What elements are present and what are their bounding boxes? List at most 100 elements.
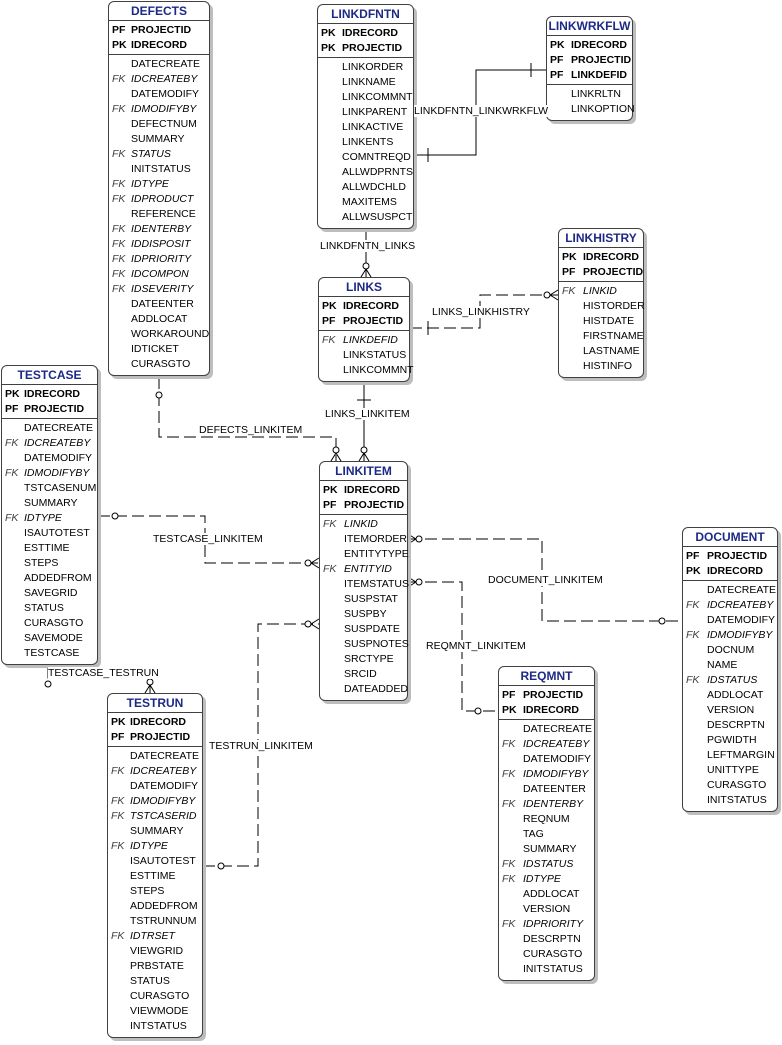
column-name: INITSTATUS <box>131 163 191 175</box>
rel-label-defects-linkitem: DEFECTS_LINKITEM <box>199 424 303 436</box>
attribute-row: SRCTYPE <box>320 652 407 667</box>
column-name: TAG <box>523 828 544 840</box>
rel-label-linkdfntn-linkwrkflw: LINKDFNTN_LINKWRKFLW <box>414 105 548 117</box>
column-name: IDCOMPON <box>131 268 189 280</box>
attribute-row: VIEWGRID <box>108 944 202 959</box>
attribute-row: ITEMSTATUS <box>320 577 409 592</box>
key-marker: FK <box>111 930 125 942</box>
line-reqmnt-linkitem <box>408 581 498 712</box>
entity-title: LINKWRKFLW <box>547 17 632 36</box>
attribute-row: INITSTATUS <box>683 793 777 808</box>
rel-label-testcase-testrun: TESTCASE_TESTRUN <box>48 667 159 679</box>
key-marker: PK <box>686 565 701 577</box>
column-name: LINKCOMMNT <box>343 364 414 376</box>
column-name: PROJECTID <box>130 731 191 743</box>
key-marker: FK <box>112 103 126 115</box>
column-name: ALLWDPRNTS <box>342 166 413 178</box>
mark-defects-linkitem <box>155 391 163 399</box>
crow-reqmnt-linkitem-circle <box>415 578 423 586</box>
column-name: VERSION <box>523 903 571 915</box>
attribute-row: CURASGTO <box>108 989 202 1004</box>
key-marker: FK <box>112 148 126 160</box>
key-marker: PK <box>5 388 20 400</box>
column-name: IDTYPE <box>24 512 62 524</box>
column-name: IDRECORD <box>343 300 400 312</box>
key-marker: PF <box>5 403 19 415</box>
key-marker: FK <box>323 563 337 575</box>
column-name: ESTTIME <box>130 870 176 882</box>
attribute-row: DATECREATE <box>499 722 594 737</box>
column-name: CURASGTO <box>130 990 190 1002</box>
crow-reqmnt-linkitem-foot <box>407 581 417 588</box>
key-marker: PK <box>322 300 337 312</box>
column-name: IDPRIORITY <box>131 253 192 265</box>
key-marker: PK <box>562 251 577 263</box>
attribute-row: STEPS <box>108 884 202 899</box>
attribute-row: MAXITEMS <box>318 195 413 210</box>
column-name: SUSPDATE <box>344 623 400 635</box>
attribute-row: ADDLOCAT <box>499 887 594 902</box>
column-name: SAVEGRID <box>24 587 78 599</box>
column-name: LEFTMARGIN <box>707 749 775 761</box>
column-name: ADDEDFROM <box>130 900 198 912</box>
key-marker: PK <box>502 704 517 716</box>
crow-document-linkitem-circle <box>415 535 423 543</box>
column-name: SUMMARY <box>24 497 78 509</box>
attribute-row: STATUS <box>108 974 202 989</box>
rel-label-testrun-linkitem: TESTRUN_LINKITEM <box>209 740 313 752</box>
column-name: TSTRUNNUM <box>130 915 197 927</box>
column-name: ADDLOCAT <box>131 313 188 325</box>
attribute-row: VERSION <box>499 902 594 917</box>
attribute-row: TAG <box>499 827 594 842</box>
key-marker: FK <box>112 238 126 250</box>
key-marker: FK <box>686 674 700 686</box>
key-marker: PK <box>550 39 565 51</box>
attribute-row: LINKPARENT <box>318 105 413 120</box>
column-name: IDCREATEBY <box>523 738 590 750</box>
rel-label-testcase-linkitem: TESTCASE_LINKITEM <box>153 533 263 545</box>
attribute-row: WORKAROUND <box>109 327 209 342</box>
attribute-row: ISAUTOTEST <box>2 526 97 541</box>
crow-defects-linkitem-foot <box>335 452 342 462</box>
attribute-row: INITSTATUS <box>499 962 594 977</box>
attribute-row: STEPS <box>2 556 97 571</box>
crow-document-linkitem-foot <box>407 533 417 540</box>
key-marker: FK <box>686 599 700 611</box>
attribute-row: ADDLOCAT <box>109 312 209 327</box>
crow-testcase-testrun-foot <box>144 684 151 694</box>
column-name: STEPS <box>130 885 165 897</box>
key-marker: FK <box>112 73 126 85</box>
column-name: VERSION <box>707 704 755 716</box>
attribute-row: DATEENTER <box>499 782 594 797</box>
key-row: PK IDRECORD <box>319 299 409 314</box>
